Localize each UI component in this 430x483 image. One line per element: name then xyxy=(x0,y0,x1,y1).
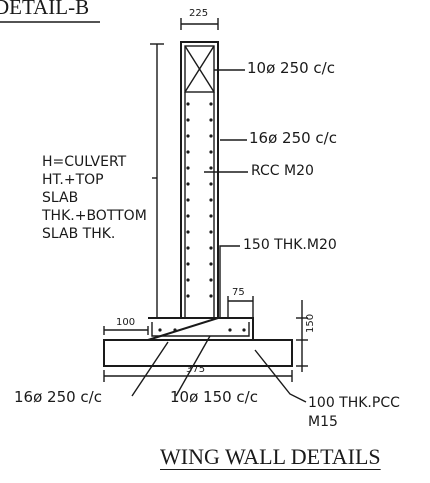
bar-dot xyxy=(186,294,190,298)
bar-dot xyxy=(209,230,213,234)
dim-heel-offset: 100 xyxy=(116,317,136,328)
bar-dot xyxy=(186,102,190,106)
footing-bars xyxy=(151,322,250,337)
bar-dot xyxy=(209,150,213,154)
height-note-line: H=CULVERT xyxy=(42,154,127,170)
leader-base-dist-bars xyxy=(175,335,211,397)
bar-dot xyxy=(186,230,190,234)
label-pcc-line2: M15 xyxy=(308,414,338,430)
wall-stem-outline xyxy=(180,41,219,319)
pcc-slab-outline xyxy=(103,339,293,367)
bar-dot xyxy=(173,328,177,332)
bar-dot xyxy=(209,166,213,170)
dim-base-thickness: 150 xyxy=(305,313,316,333)
bar-dot xyxy=(186,278,190,282)
top-cap-diagonal-2 xyxy=(184,45,215,93)
bar-dot xyxy=(186,150,190,154)
label-base-bottom-bars: 16ø 250 c/c xyxy=(14,388,102,406)
dim-top-width: 225 xyxy=(189,8,209,19)
bar-dot xyxy=(228,328,232,332)
bar-dot xyxy=(209,262,213,266)
bar-dot xyxy=(209,294,213,298)
bar-dot xyxy=(209,246,213,250)
bar-dot xyxy=(209,134,213,138)
bar-dot xyxy=(186,214,190,218)
bar-dot xyxy=(186,262,190,266)
leader-stem-thickness xyxy=(219,245,240,318)
bar-dot xyxy=(209,118,213,122)
bar-dot xyxy=(242,328,246,332)
bar-dot xyxy=(209,182,213,186)
bar-dot xyxy=(186,118,190,122)
bar-dot xyxy=(186,166,190,170)
label-top-bars: 10ø 250 c/c xyxy=(247,59,335,77)
height-note: H=CULVERT HT.+TOP SLAB THK.+BOTTOM SLAB … xyxy=(42,153,147,243)
bar-dot xyxy=(209,102,213,106)
bar-dot xyxy=(186,198,190,202)
label-pcc-line1: 100 THK.PCC xyxy=(308,395,400,411)
height-note-line: HT.+TOP xyxy=(42,172,104,188)
bar-dot xyxy=(186,246,190,250)
dim-base-width: 375 xyxy=(186,364,206,375)
bar-dot xyxy=(186,182,190,186)
label-concrete: RCC M20 xyxy=(251,163,314,179)
drawing-title: WING WALL DETAILS xyxy=(160,444,381,469)
leader-base-bottom-bars xyxy=(131,341,169,397)
bar-dot xyxy=(209,214,213,218)
bar-dot xyxy=(186,134,190,138)
top-cap-box xyxy=(184,45,215,93)
detail-label: DETAIL-B xyxy=(0,0,90,19)
bar-dot xyxy=(209,278,213,282)
dim-toe-width: 75 xyxy=(232,287,245,298)
height-note-line: THK.+BOTTOM xyxy=(42,208,147,224)
label-stem-thickness: 150 THK.M20 xyxy=(243,237,337,253)
height-note-line: SLAB THK. xyxy=(42,226,116,242)
bar-dot xyxy=(158,328,162,332)
leader-pcc xyxy=(254,349,307,403)
bar-dots xyxy=(158,102,246,332)
label-vertical-bars: 16ø 250 c/c xyxy=(249,129,337,147)
label-base-dist-bars: 10ø 150 c/c xyxy=(170,388,258,406)
bar-dot xyxy=(209,198,213,202)
height-note-line: SLAB xyxy=(42,190,79,206)
